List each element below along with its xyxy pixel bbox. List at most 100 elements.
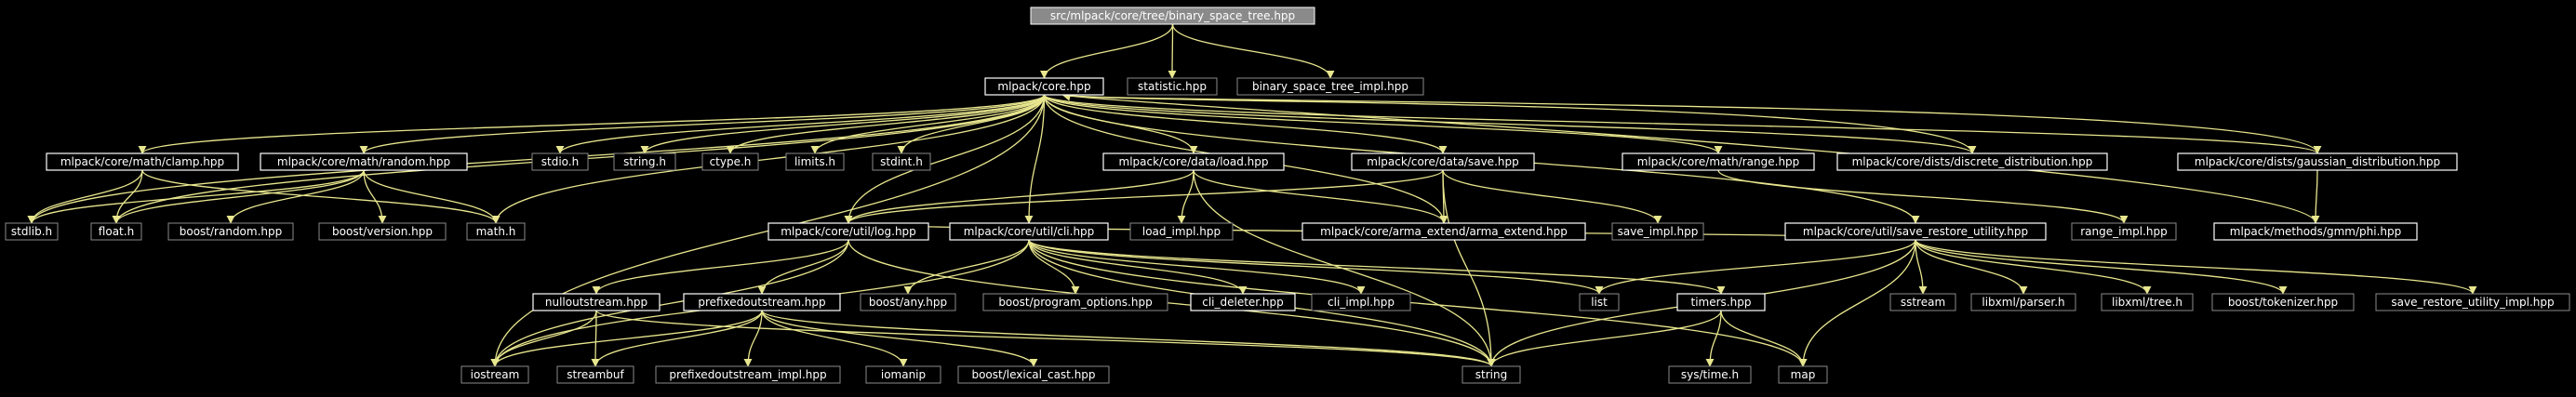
edge-root-to-core	[1039, 23, 1174, 79]
node-cli[interactable]: mlpack/core/util/cli.hpp	[949, 222, 1109, 241]
node-math[interactable]: math.h	[466, 222, 526, 241]
node-sruimpl[interactable]: save_restore_utility_impl.hpp	[2375, 293, 2570, 311]
node-box	[949, 222, 1109, 241]
node-box	[532, 293, 661, 311]
node-stringh[interactable]: string.h	[613, 152, 676, 171]
node-box	[785, 152, 845, 171]
node-loadimpl[interactable]: load_impl.hpp	[1129, 222, 1234, 241]
edge-save-to-string	[1442, 169, 1496, 367]
node-box	[2211, 293, 2355, 311]
node-box	[1129, 222, 1234, 241]
node-label: limits.h	[794, 155, 835, 168]
node-box	[2177, 152, 2458, 171]
node-bsti[interactable]: binary_space_tree_impl.hpp	[1236, 77, 1424, 96]
node-label: boost/random.hpp	[180, 225, 283, 238]
node-limits[interactable]: limits.h	[785, 152, 845, 171]
edge-sru-to-libxmlparser	[1915, 239, 2028, 295]
node-load[interactable]: mlpack/core/data/load.hpp	[1102, 152, 1285, 171]
node-sru[interactable]: mlpack/core/util/save_restore_utility.hp…	[1784, 222, 2047, 241]
node-label: src/mlpack/core/tree/binary_space_tree.h…	[1050, 9, 1295, 22]
node-ctype[interactable]: ctype.h	[701, 152, 759, 171]
node-label: save_impl.hpp	[1618, 225, 1699, 238]
node-label: ctype.h	[710, 155, 752, 168]
node-statistic[interactable]: statistic.hpp	[1127, 77, 1218, 96]
edge-prefixed-to-string	[761, 310, 1496, 367]
node-label: libxml/tree.h	[2112, 296, 2182, 309]
edge-clamp-to-stdlib	[27, 169, 143, 224]
node-armaextend[interactable]: mlpack/core/arma_extend/arma_extend.hpp	[1301, 222, 1586, 241]
node-box	[531, 152, 589, 171]
node-box	[1462, 365, 1521, 384]
edge-cli-to-cliimpl	[1028, 239, 1366, 295]
node-box	[5, 222, 59, 241]
edge-phi-to-core	[1061, 92, 2316, 224]
node-gaussian[interactable]: mlpack/core/dists/gaussian_distribution.…	[2177, 152, 2458, 171]
edge-root-to-bsti	[1171, 23, 1335, 79]
edge-core-to-limits	[810, 94, 1046, 154]
node-label: timers.hpp	[1691, 296, 1752, 309]
node-clamp[interactable]: mlpack/core/math/clamp.hpp	[46, 152, 239, 171]
edge-core-to-math	[491, 94, 1046, 224]
node-nullout[interactable]: nulloutstream.hpp	[532, 293, 661, 311]
node-lexcast[interactable]: boost/lexical_cast.hpp	[957, 365, 1110, 384]
node-phi[interactable]: mlpack/methods/gmm/phi.hpp	[2213, 222, 2418, 241]
node-core[interactable]: mlpack/core.hpp	[984, 77, 1104, 96]
node-stdlib[interactable]: stdlib.h	[5, 222, 59, 241]
node-label: sstream	[1901, 296, 1945, 309]
edge-prefixed-to-lexcast	[761, 310, 1038, 367]
edge-random-to-boostrandom	[226, 169, 365, 224]
node-list[interactable]: list	[1579, 293, 1620, 311]
edge-core-to-stdint	[897, 94, 1046, 154]
node-save[interactable]: mlpack/core/data/save.hpp	[1351, 152, 1535, 171]
node-label: mlpack/core/data/load.hpp	[1119, 155, 1269, 168]
node-box	[1311, 293, 1411, 311]
edge-prefixed-to-streambuf	[591, 310, 763, 367]
edge-core-to-save	[1043, 94, 1448, 154]
node-sstream[interactable]: sstream	[1889, 293, 1956, 311]
node-string[interactable]: string	[1462, 365, 1521, 384]
node-cliimpl[interactable]: cli_impl.hpp	[1311, 293, 1411, 311]
node-map[interactable]: map	[1778, 365, 1828, 384]
node-boostversion[interactable]: boost/version.hpp	[318, 222, 447, 241]
node-rangeimpl[interactable]: range_impl.hpp	[2071, 222, 2177, 241]
node-stdio[interactable]: stdio.h	[531, 152, 589, 171]
edge-range-to-rangeimpl	[1717, 169, 2129, 224]
node-boostpo[interactable]: boost/program_options.hpp	[982, 293, 1168, 311]
node-box	[984, 77, 1104, 96]
edge-random-to-float	[112, 169, 365, 224]
node-random[interactable]: mlpack/core/math/random.hpp	[260, 152, 468, 171]
node-prefimpl[interactable]: prefixedoutstream_impl.hpp	[655, 365, 841, 384]
node-stdint[interactable]: stdint.h	[872, 152, 931, 171]
node-log[interactable]: mlpack/core/util/log.hpp	[767, 222, 929, 241]
node-box	[1784, 222, 2047, 241]
node-box	[1778, 365, 1828, 384]
edge-root-to-statistic	[1168, 23, 1177, 79]
node-label: map	[1791, 368, 1816, 381]
node-label: cli_impl.hpp	[1328, 296, 1395, 309]
node-libxmltree[interactable]: libxml/tree.h	[2101, 293, 2194, 311]
node-iomanip[interactable]: iomanip	[865, 365, 941, 384]
node-clideleter[interactable]: cli_deleter.hpp	[1190, 293, 1296, 311]
node-boosttok[interactable]: boost/tokenizer.hpp	[2211, 293, 2355, 311]
node-systime[interactable]: sys/time.h	[1668, 365, 1752, 384]
node-box	[1190, 293, 1296, 311]
node-float[interactable]: float.h	[90, 222, 142, 241]
node-timers[interactable]: timers.hpp	[1676, 293, 1766, 311]
node-label: sys/time.h	[1681, 368, 1739, 381]
node-discrete[interactable]: mlpack/core/dists/discrete_distribution.…	[1836, 152, 2108, 171]
node-root[interactable]: src/mlpack/core/tree/binary_space_tree.h…	[1030, 7, 1315, 25]
node-boostany[interactable]: boost/any.hpp	[860, 293, 956, 311]
node-libxmlparser[interactable]: libxml/parser.h	[1970, 293, 2076, 311]
node-box	[1836, 152, 2108, 171]
node-box	[90, 222, 142, 241]
node-range[interactable]: mlpack/core/math/range.hpp	[1622, 152, 1815, 171]
node-boostrandom[interactable]: boost/random.hpp	[167, 222, 294, 241]
edge-log-to-nullout	[592, 239, 849, 295]
node-iostream[interactable]: iostream	[460, 365, 529, 384]
node-label: list	[1591, 296, 1608, 309]
edge-sru-to-list	[1595, 239, 1916, 295]
node-prefixed[interactable]: prefixedoutstream.hpp	[683, 293, 841, 311]
node-saveimpl[interactable]: save_impl.hpp	[1611, 222, 1704, 241]
node-streambuf[interactable]: streambuf	[556, 365, 634, 384]
node-label: range_impl.hpp	[2080, 225, 2168, 238]
